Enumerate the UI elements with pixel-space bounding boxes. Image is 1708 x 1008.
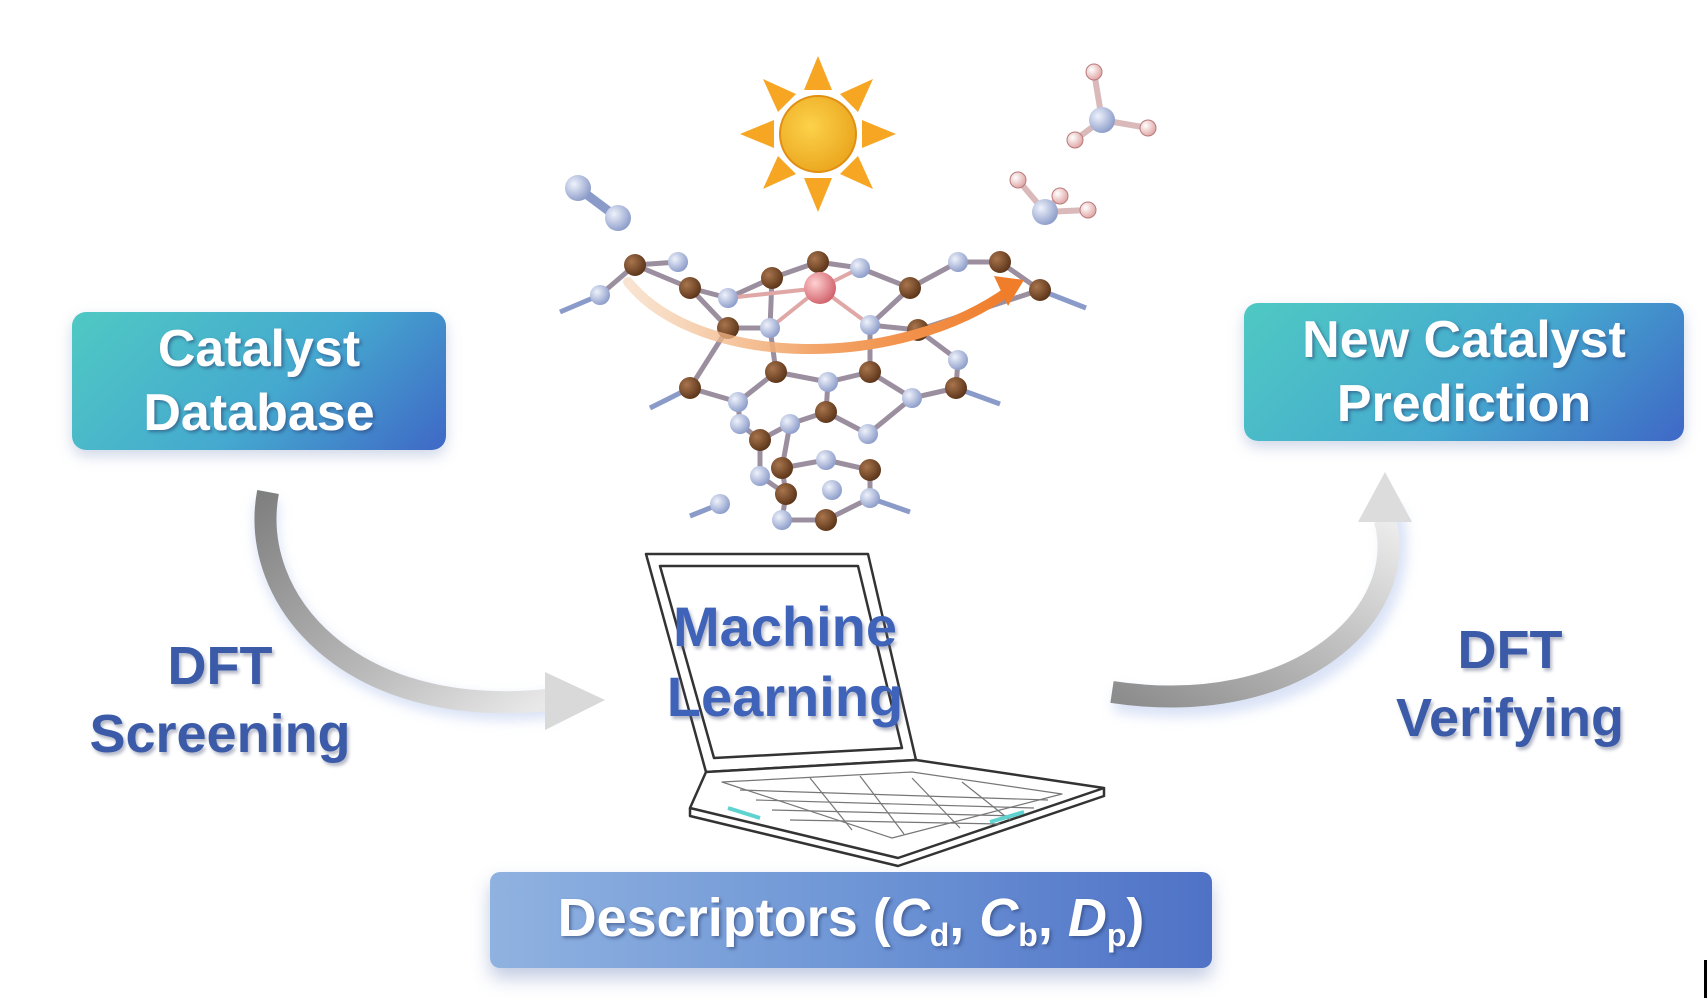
nitrogen-atom xyxy=(858,424,878,444)
carbon-atom xyxy=(815,509,837,531)
nitrogen-atom xyxy=(728,392,748,412)
carbon-atom xyxy=(765,361,787,383)
descriptor-c2: C xyxy=(979,887,1019,948)
carbon-atom xyxy=(1029,279,1051,301)
curved-arrow-icon xyxy=(1110,472,1412,717)
dft-verifying-label: DFT Verifying xyxy=(1365,616,1655,752)
descriptors-box: Descriptors (Cd, Cb, Dp) xyxy=(490,872,1212,968)
machine-learning-label: Machine Learning xyxy=(655,592,915,732)
nitrogen-atom xyxy=(850,258,870,278)
laptop-icon xyxy=(644,552,1106,868)
machine-learning-line1: Machine xyxy=(672,595,898,658)
descriptor-c: C xyxy=(890,887,930,948)
carbon-atom xyxy=(761,267,783,289)
dft-screening-line1: DFT xyxy=(167,636,273,696)
descriptor-p-subscript: p xyxy=(1106,916,1127,953)
descriptors-prefix: Descriptors ( xyxy=(557,887,891,948)
edge-mark xyxy=(1704,960,1707,998)
carbon-atom xyxy=(945,377,967,399)
nitrogen-atom xyxy=(668,252,688,272)
nitrogen-atom xyxy=(730,414,750,434)
nitrogen-atom xyxy=(818,372,838,392)
nitrogen-atom xyxy=(718,288,738,308)
nitrogen-atom xyxy=(780,414,800,434)
carbon-atom xyxy=(815,401,837,423)
nh3-molecule-icon xyxy=(1009,171,1097,225)
nitrogen-atom xyxy=(948,252,968,272)
carbon-atom xyxy=(807,251,829,273)
dft-verifying-line2: Verifying xyxy=(1395,688,1625,748)
descriptor-D: D xyxy=(1067,887,1107,948)
new-catalyst-prediction-box: New Catalyst Prediction xyxy=(1244,303,1684,441)
carbon-atom xyxy=(989,251,1011,273)
nitrogen-atom xyxy=(822,480,842,500)
dft-screening-label: DFT Screening xyxy=(60,632,380,768)
carbon-atom xyxy=(899,277,921,299)
nitrogen-atom xyxy=(948,350,968,370)
descriptor-b-subscript: b xyxy=(1018,916,1038,953)
nitrogen-atom xyxy=(590,285,610,305)
catalyst-database-box: Catalyst Database xyxy=(72,312,446,450)
carbon-atom xyxy=(749,429,771,451)
sun-icon xyxy=(740,56,896,212)
nitrogen-atom xyxy=(772,510,792,530)
machine-learning-line2: Learning xyxy=(666,665,904,728)
carbon-atom xyxy=(859,459,881,481)
carbon-atom xyxy=(771,457,793,479)
catalyst-database-line1: Catalyst xyxy=(157,320,361,378)
nitrogen-atom xyxy=(760,318,780,338)
curved-arrow-icon xyxy=(254,490,605,730)
n2-molecule-icon xyxy=(565,175,631,231)
descriptors-suffix: ) xyxy=(1126,887,1145,948)
carbon-atom xyxy=(679,277,701,299)
electron-transfer-arrow-icon xyxy=(623,276,1024,354)
nitrogen-atom xyxy=(816,450,836,470)
carbon-atom xyxy=(775,483,797,505)
metal-atom xyxy=(804,272,836,304)
nh3-molecule-icon xyxy=(1066,63,1157,149)
descriptor-separator: , xyxy=(949,887,980,948)
nitrogen-atom xyxy=(902,388,922,408)
nitrogen-atom xyxy=(710,494,730,514)
descriptor-d-subscript: d xyxy=(929,916,950,953)
dft-verifying-line1: DFT xyxy=(1457,620,1563,680)
new-catalyst-line1: New Catalyst xyxy=(1302,311,1626,369)
new-catalyst-line2: Prediction xyxy=(1336,375,1592,433)
carbon-atom xyxy=(624,254,646,276)
carbon-atom xyxy=(679,377,701,399)
catalyst-database-line2: Database xyxy=(143,384,375,442)
nitrogen-atom xyxy=(860,488,880,508)
dft-screening-line2: Screening xyxy=(89,704,351,764)
descriptors-text: Descriptors (Cd, Cb, Dp) xyxy=(558,887,1145,954)
nitrogen-atom xyxy=(750,466,770,486)
nitrogen-atom xyxy=(860,315,880,335)
carbon-atom xyxy=(859,361,881,383)
descriptor-separator: , xyxy=(1037,887,1068,948)
